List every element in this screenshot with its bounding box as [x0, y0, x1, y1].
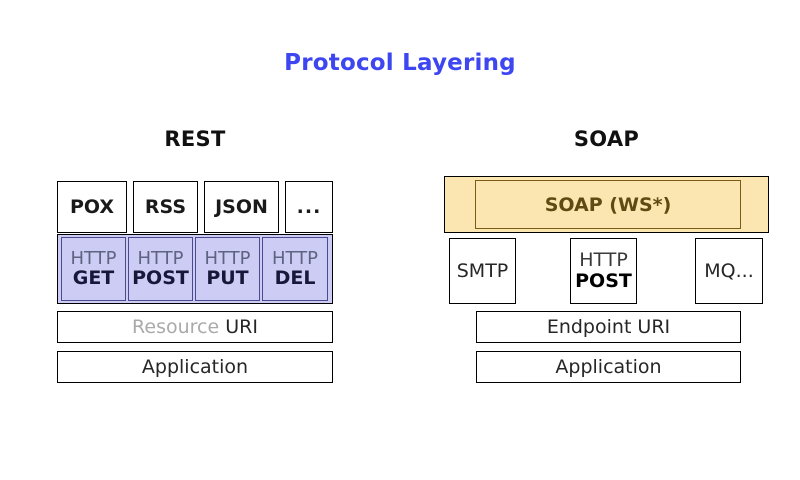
rest-verb-protocol: HTTP: [70, 248, 117, 270]
soap-transport-label: SMTP: [456, 259, 509, 282]
rest-format-box-pox: POX: [57, 181, 127, 233]
rest-application-row: Application: [57, 351, 333, 383]
soap-envelope-box: SOAP (WS*): [475, 180, 741, 229]
rest-verb-protocol: HTTP: [137, 248, 184, 270]
rest-format-box-more: ...: [285, 181, 333, 233]
rest-format-label: POX: [69, 195, 115, 218]
rest-format-label: ...: [296, 195, 322, 218]
soap-endpoint-uri-row: Endpoint URI: [476, 311, 741, 343]
page-title: Protocol Layering: [284, 50, 516, 76]
rest-verb-method: POST: [132, 267, 189, 290]
soap-transport-label: MQ...: [704, 259, 754, 282]
rest-format-box-rss: RSS: [133, 181, 198, 233]
rest-http-verb-put: HTTP PUT: [195, 237, 260, 301]
rest-column-heading: REST: [164, 127, 226, 151]
rest-format-label: RSS: [144, 195, 187, 218]
rest-uri-muted-word: Resource: [132, 315, 220, 338]
rest-verb-method: DEL: [274, 267, 316, 290]
soap-application-label: Application: [555, 355, 662, 378]
rest-resource-uri-row: Resource URI: [57, 311, 333, 343]
soap-transport-method: POST: [575, 270, 632, 292]
rest-http-verb-del: HTTP DEL: [262, 237, 328, 301]
soap-endpoint-uri-label: Endpoint URI: [546, 315, 671, 338]
rest-verb-method: GET: [72, 267, 115, 290]
soap-transport-box-mq: MQ...: [695, 238, 763, 304]
soap-transport-box-http-post: HTTP POST: [570, 238, 637, 304]
rest-verb-protocol: HTTP: [204, 248, 251, 270]
rest-verb-method: PUT: [206, 267, 249, 290]
soap-transport-protocol: HTTP: [579, 249, 628, 272]
rest-uri-strong-word: URI: [225, 315, 258, 338]
soap-envelope-label: SOAP (WS*): [544, 193, 672, 216]
rest-application-label: Application: [141, 355, 249, 378]
rest-http-verb-get: HTTP GET: [61, 237, 126, 301]
rest-format-box-json: JSON: [204, 181, 279, 233]
soap-transport-box-smtp: SMTP: [449, 238, 516, 304]
soap-application-row: Application: [476, 351, 741, 383]
rest-verb-protocol: HTTP: [271, 248, 319, 270]
soap-column-heading: SOAP: [573, 127, 640, 151]
rest-http-verb-post: HTTP POST: [128, 237, 193, 301]
rest-format-label: JSON: [215, 195, 268, 218]
